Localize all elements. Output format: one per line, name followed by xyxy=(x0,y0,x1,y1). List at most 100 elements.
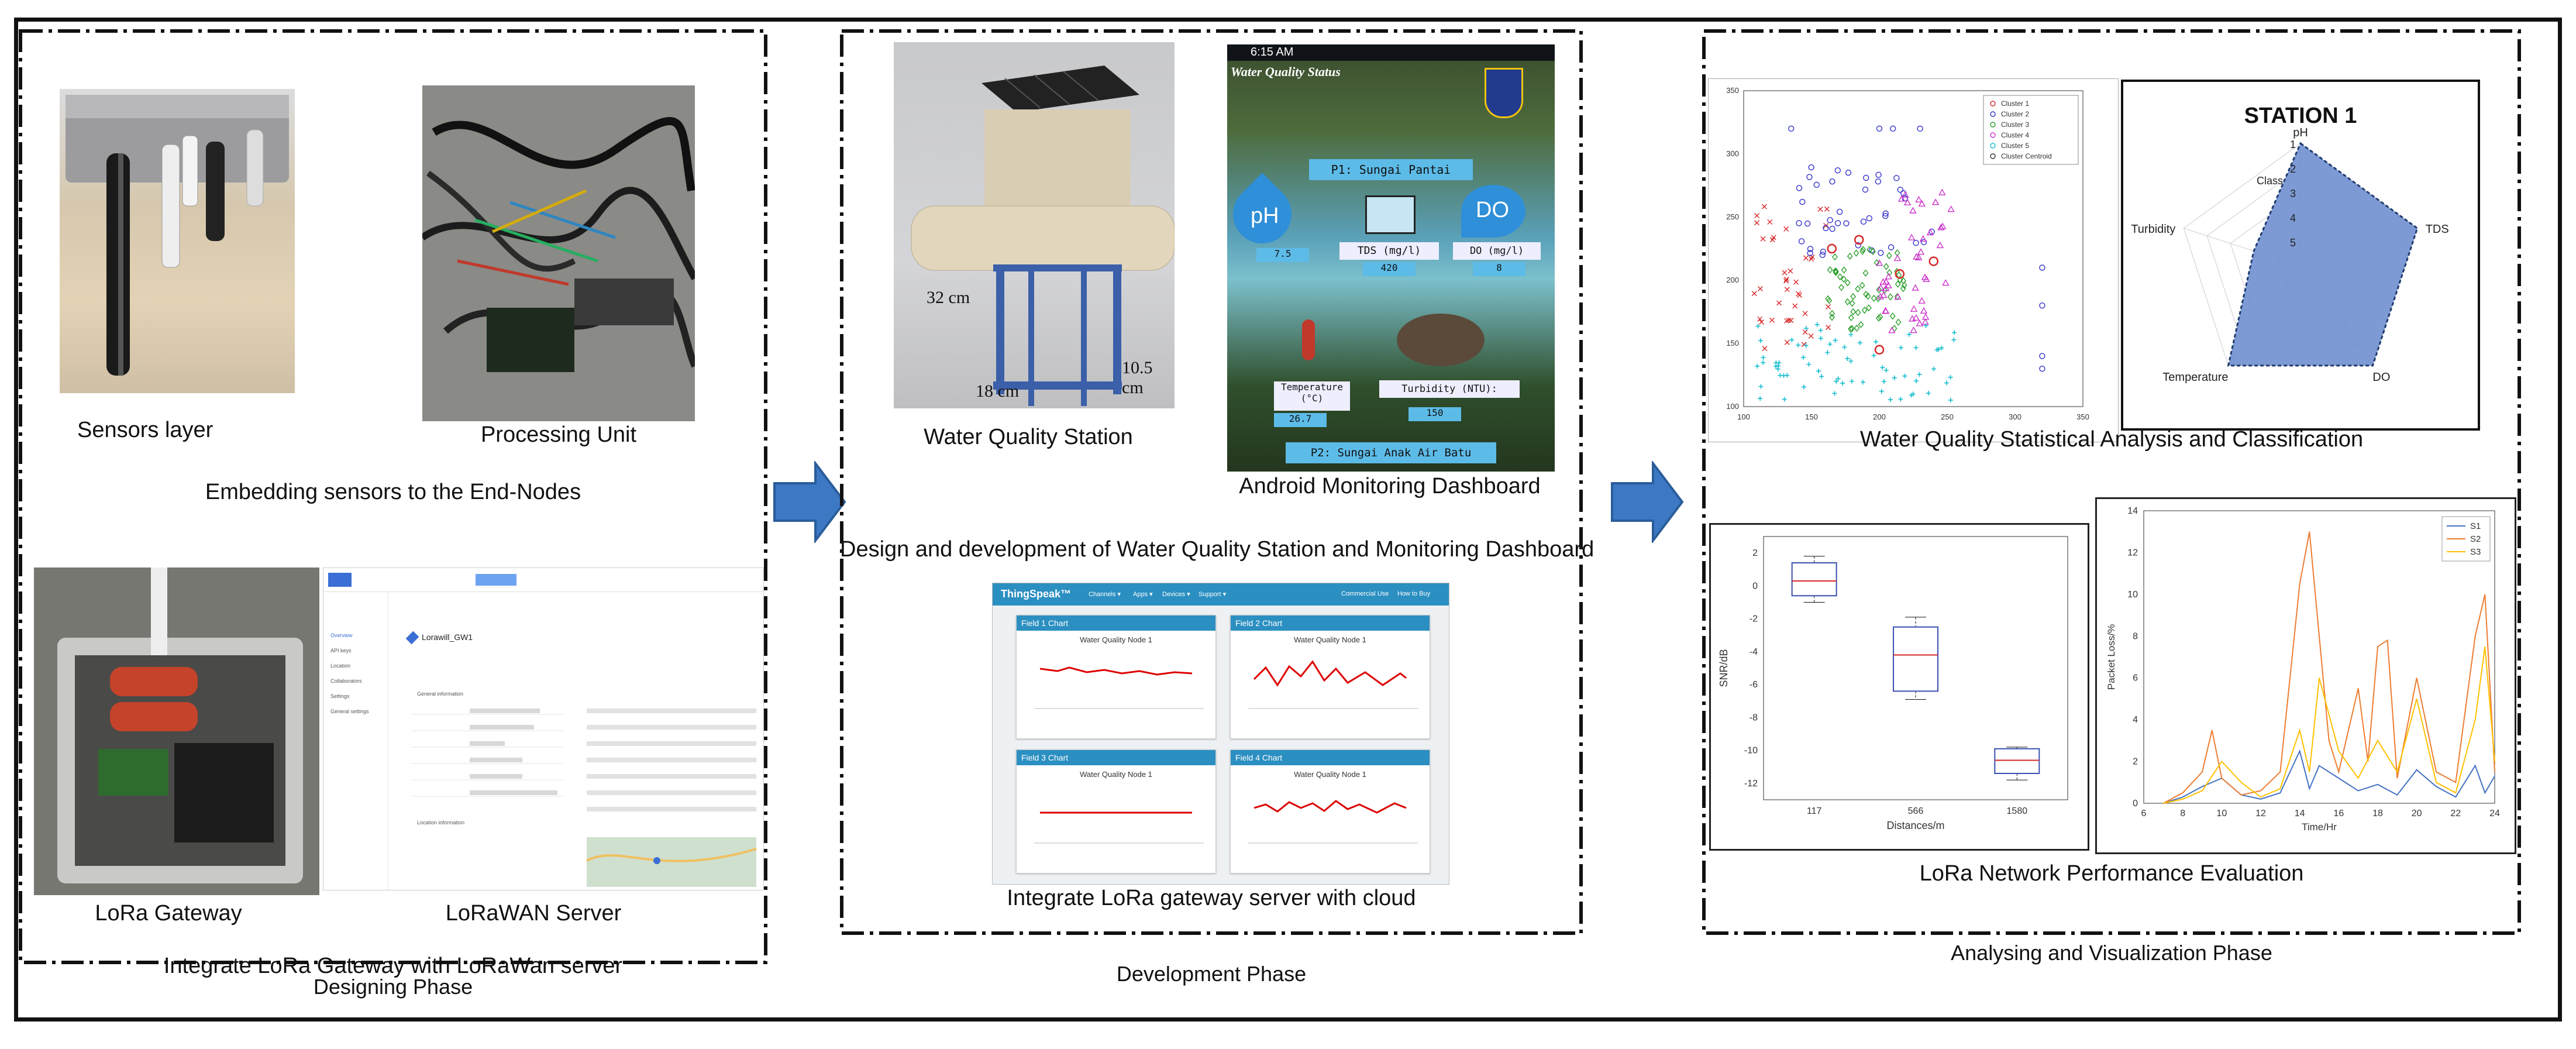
thingspeak-menu-support[interactable]: Support ▾ xyxy=(1199,591,1227,598)
scatter-point xyxy=(1751,291,1757,297)
scatter-legend-label: Cluster 2 xyxy=(2001,110,2029,118)
scatter-point xyxy=(1880,291,1888,298)
scatter-point xyxy=(1807,246,1814,252)
thingspeak-menu-devices[interactable]: Devices ▾ xyxy=(1162,591,1190,598)
scatter-point xyxy=(1870,247,1876,256)
scatter-point xyxy=(1919,235,1927,242)
scatter-point xyxy=(1861,307,1868,314)
phone-p2-station[interactable]: P2: Sungai Anak Air Batu xyxy=(1286,442,1496,463)
field3-title: Water Quality Node 1 xyxy=(1080,770,1152,779)
scatter-point xyxy=(1916,319,1924,326)
server-sidebar-settings[interactable]: Settings xyxy=(330,693,350,699)
lora-performance-caption: LoRa Network Performance Evaluation xyxy=(1919,861,2304,886)
thingspeak-menu-apps[interactable]: Apps ▾ xyxy=(1133,591,1153,598)
scatter-point xyxy=(1937,223,1945,231)
scatter-point xyxy=(1859,247,1865,255)
scatter-point xyxy=(1878,249,1884,256)
scatter-point xyxy=(1816,369,1821,374)
scatter-point xyxy=(1898,397,1903,402)
boxplot-ytick: -4 xyxy=(1750,647,1758,657)
scatter-point xyxy=(1923,275,1930,283)
scatter-point xyxy=(1948,374,1953,380)
server-sidebar-api-keys[interactable]: API keys xyxy=(330,648,352,654)
scatter-xtick: 150 xyxy=(1805,412,1818,421)
scatter-centroid xyxy=(1874,345,1885,355)
scatter-point xyxy=(1783,278,1789,284)
field1-header: Field 1 Chart xyxy=(1017,615,1215,631)
scatter-point xyxy=(1874,339,1879,345)
scatter-point xyxy=(1813,181,1820,188)
thingspeak-field1-card: Field 1 Chart Water Quality Node 1 xyxy=(1016,615,1216,739)
scatter-point xyxy=(1871,294,1877,302)
scatter-point xyxy=(1889,312,1896,320)
scatter-point xyxy=(1893,175,1900,181)
scatter-point xyxy=(1917,248,1925,255)
android-dashboard-screenshot: 6:15 AM Water Quality Status P1: Sungai … xyxy=(1227,44,1555,472)
field4-title: Water Quality Node 1 xyxy=(1294,770,1366,779)
scatter-point xyxy=(1912,314,1920,321)
server-sidebar-overview[interactable]: Overview xyxy=(330,632,353,638)
thingspeak-commercial-link[interactable]: Commercial Use xyxy=(1341,590,1389,597)
boxplot-xtick: 566 xyxy=(1908,806,1924,816)
scatter-point xyxy=(1838,284,1844,291)
scatter-point xyxy=(1845,356,1850,361)
scatter-point xyxy=(1814,322,1820,327)
scatter-point xyxy=(1826,304,1831,309)
scatter-xtick: 250 xyxy=(1941,412,1954,421)
scatter-xtick: 350 xyxy=(2076,412,2089,421)
scatter-legend-label: Cluster 5 xyxy=(2001,142,2029,150)
scatter-legend-label: Cluster 3 xyxy=(2001,121,2029,129)
scatter-point xyxy=(1808,333,1814,339)
scatter-point xyxy=(1802,311,1808,317)
thingspeak-buy-link[interactable]: How to Buy xyxy=(1397,590,1431,597)
scatter-point xyxy=(1834,167,1841,174)
scatter-point xyxy=(1882,212,1889,219)
scatter-point xyxy=(1754,220,1760,226)
scatter-point xyxy=(1888,326,1896,333)
scatter-point xyxy=(1824,206,1830,212)
lorawan-server-screenshot: Overview API keys Location Collaborators… xyxy=(323,568,764,890)
phone-p1-station[interactable]: P1: Sungai Pantai xyxy=(1309,159,1473,180)
scatter-point xyxy=(1862,186,1869,193)
scatter-point xyxy=(1809,256,1814,262)
scatter-point xyxy=(1893,254,1902,262)
scatter-legend-marker xyxy=(1990,143,1996,149)
scatter-centroid xyxy=(1854,235,1864,245)
scatter-point xyxy=(1817,207,1823,212)
thingspeak-brand[interactable]: ThingSpeak™ xyxy=(1001,588,1072,600)
scatter-point xyxy=(1835,376,1841,381)
scatter-point xyxy=(1769,317,1775,323)
scatter-point xyxy=(1807,250,1813,256)
sensors-caption: Sensors layer xyxy=(77,418,213,442)
scatter-point xyxy=(1827,217,1833,223)
scatter-point xyxy=(1921,318,1929,325)
scatter-point xyxy=(1841,266,1847,274)
server-sidebar-collaborators[interactable]: Collaborators xyxy=(330,678,362,684)
scatter-point xyxy=(1853,249,1859,257)
scatter-point xyxy=(1918,200,1926,207)
scatter-point xyxy=(1781,373,1786,379)
scatter-point xyxy=(1855,285,1861,293)
server-location-info-heading: Location information xyxy=(417,820,465,826)
scatter-point xyxy=(1773,360,1779,366)
scatter-point xyxy=(1755,324,1761,329)
scatter-point xyxy=(1844,298,1851,306)
scatter-centroid xyxy=(1827,243,1837,254)
scatter-xtick: 100 xyxy=(1737,412,1750,421)
scatter-point xyxy=(1944,380,1950,386)
line-xlabel: Time/Hr xyxy=(2302,821,2337,833)
scatter-point xyxy=(1757,286,1763,291)
line-xtick: 14 xyxy=(2295,809,2305,818)
scatter-point xyxy=(1842,345,1847,350)
scatter-point xyxy=(1818,336,1823,341)
thingspeak-menu-channels[interactable]: Channels ▾ xyxy=(1089,591,1121,598)
line-series xyxy=(2163,646,2495,804)
scatter-xtick: 200 xyxy=(1873,412,1886,421)
server-sidebar-general-settings[interactable]: General settings xyxy=(330,708,369,714)
scatter-point xyxy=(1793,279,1799,285)
line-legend-label: S2 xyxy=(2470,534,2481,544)
scatter-point xyxy=(1806,174,1813,180)
server-sidebar-location[interactable]: Location xyxy=(330,663,351,669)
scatter-xtick: 300 xyxy=(2009,412,2021,421)
